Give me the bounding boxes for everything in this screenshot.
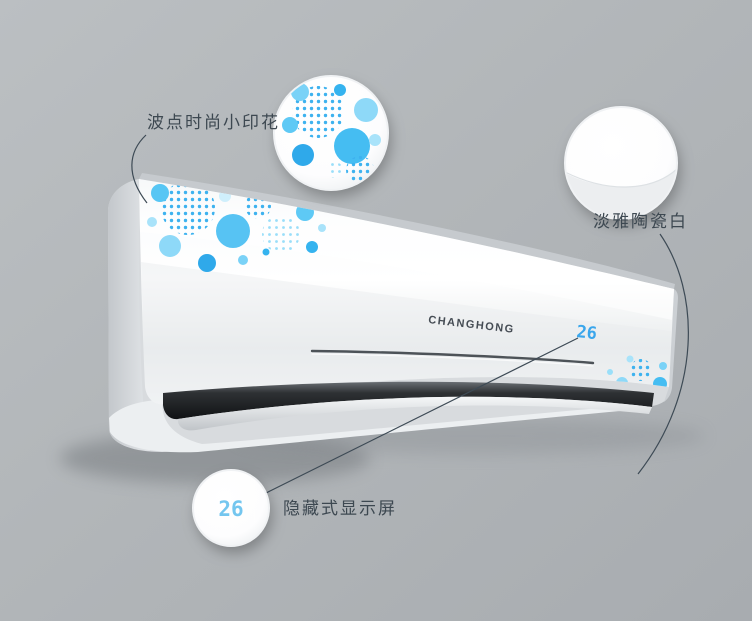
bottom-lip xyxy=(177,396,652,431)
zoom-circle-display: 26 xyxy=(192,469,270,547)
callout-line-pattern xyxy=(131,134,148,204)
callout-label-pattern: 波点时尚小印花 xyxy=(147,113,280,132)
callout-label-hidden-display: 隐藏式显示屏 xyxy=(283,499,397,518)
callout-line-ceramic xyxy=(637,233,689,475)
callout-label-ceramic-white: 淡雅陶瓷白 xyxy=(593,212,688,231)
polka-dot-print xyxy=(147,181,326,272)
panel-temp-display: 26 xyxy=(575,322,597,344)
zoom-circle-pattern xyxy=(273,75,389,191)
callout-line-display xyxy=(265,337,579,494)
callout-lines xyxy=(131,134,689,494)
panel-gloss xyxy=(139,179,674,320)
unit-right-cap xyxy=(664,289,678,402)
ac-unit: CHANGHONG 26 xyxy=(108,173,678,453)
zoom-display-value: 26 xyxy=(218,497,243,521)
unit-left-cap xyxy=(108,179,150,451)
vent-strip xyxy=(163,381,654,420)
zoom-circle-ceramic-white xyxy=(564,106,678,220)
air-outlet-seam xyxy=(310,349,595,367)
unit-top-edge xyxy=(139,173,675,289)
unit-lower-body xyxy=(109,400,652,453)
panel-sheen xyxy=(141,262,671,405)
